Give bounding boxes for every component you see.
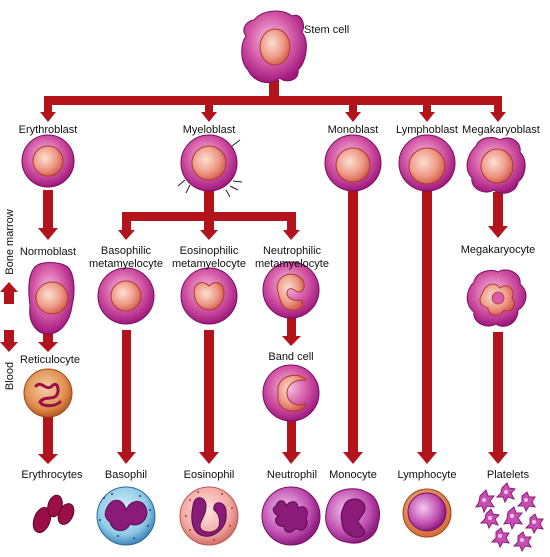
label-eosinophilic-line1: Eosinophilic bbox=[180, 245, 239, 257]
label-myeloblast: Myeloblast bbox=[183, 124, 236, 136]
eosinophil-cell bbox=[179, 486, 239, 546]
eosinophilic-metamyelocyte-cell bbox=[180, 267, 238, 325]
platelets-cells bbox=[475, 482, 544, 553]
basophil-cell bbox=[96, 486, 156, 546]
lymphoblast-cell bbox=[398, 134, 456, 192]
label-eosinophilic-line2: metamyelocyte bbox=[172, 258, 246, 270]
label-eosinophil: Eosinophil bbox=[184, 469, 235, 481]
lymphocyte-cell bbox=[402, 488, 452, 538]
basophilic-metamyelocyte-cell bbox=[97, 267, 155, 325]
label-neutrophilic-line1: Neutrophilic bbox=[263, 245, 322, 257]
label-erythrocytes: Erythrocytes bbox=[21, 469, 83, 481]
label-lymphocyte: Lymphocyte bbox=[398, 469, 457, 481]
label-basophilic-line1: Basophilic bbox=[101, 245, 152, 257]
label-megakaryoblast: Megakaryoblast bbox=[462, 124, 540, 136]
monoblast-cell bbox=[324, 134, 382, 192]
band-cell bbox=[262, 364, 320, 422]
stem-cell bbox=[241, 10, 307, 83]
label-blood: Blood bbox=[4, 362, 16, 390]
megakaryoblast-cell bbox=[466, 137, 526, 194]
myeloblast-cell bbox=[177, 134, 243, 198]
label-stem-cell: Stem cell bbox=[304, 24, 349, 36]
neutrophil-cell bbox=[261, 486, 321, 546]
label-lymphoblast: Lymphoblast bbox=[396, 124, 458, 136]
erythrocytes-cells bbox=[32, 494, 75, 534]
label-platelets: Platelets bbox=[487, 469, 530, 481]
label-neutrophilic-line2: metamyelocyte bbox=[255, 258, 329, 270]
label-neutrophil: Neutrophil bbox=[267, 469, 317, 481]
erythroblast-cell bbox=[21, 134, 75, 188]
label-basophilic-line2: metamyelocyte bbox=[89, 258, 163, 270]
reticulocyte-cell bbox=[23, 368, 73, 418]
monocyte-cell bbox=[325, 488, 380, 544]
label-normoblast: Normoblast bbox=[20, 246, 76, 258]
label-bone-marrow: Bone marrow bbox=[4, 209, 16, 274]
label-band-cell: Band cell bbox=[268, 351, 313, 363]
label-monocyte: Monocyte bbox=[329, 469, 377, 481]
label-erythroblast: Erythroblast bbox=[19, 124, 78, 136]
neutrophilic-metamyelocyte-cell bbox=[262, 261, 320, 319]
label-basophil: Basophil bbox=[105, 469, 147, 481]
label-megakaryocyte: Megakaryocyte bbox=[461, 244, 536, 256]
arrows bbox=[0, 80, 508, 464]
label-reticulocyte: Reticulocyte bbox=[20, 354, 80, 366]
megakaryocyte-cell bbox=[466, 269, 527, 327]
label-monoblast: Monoblast bbox=[328, 124, 379, 136]
normoblast-cell bbox=[28, 262, 75, 335]
